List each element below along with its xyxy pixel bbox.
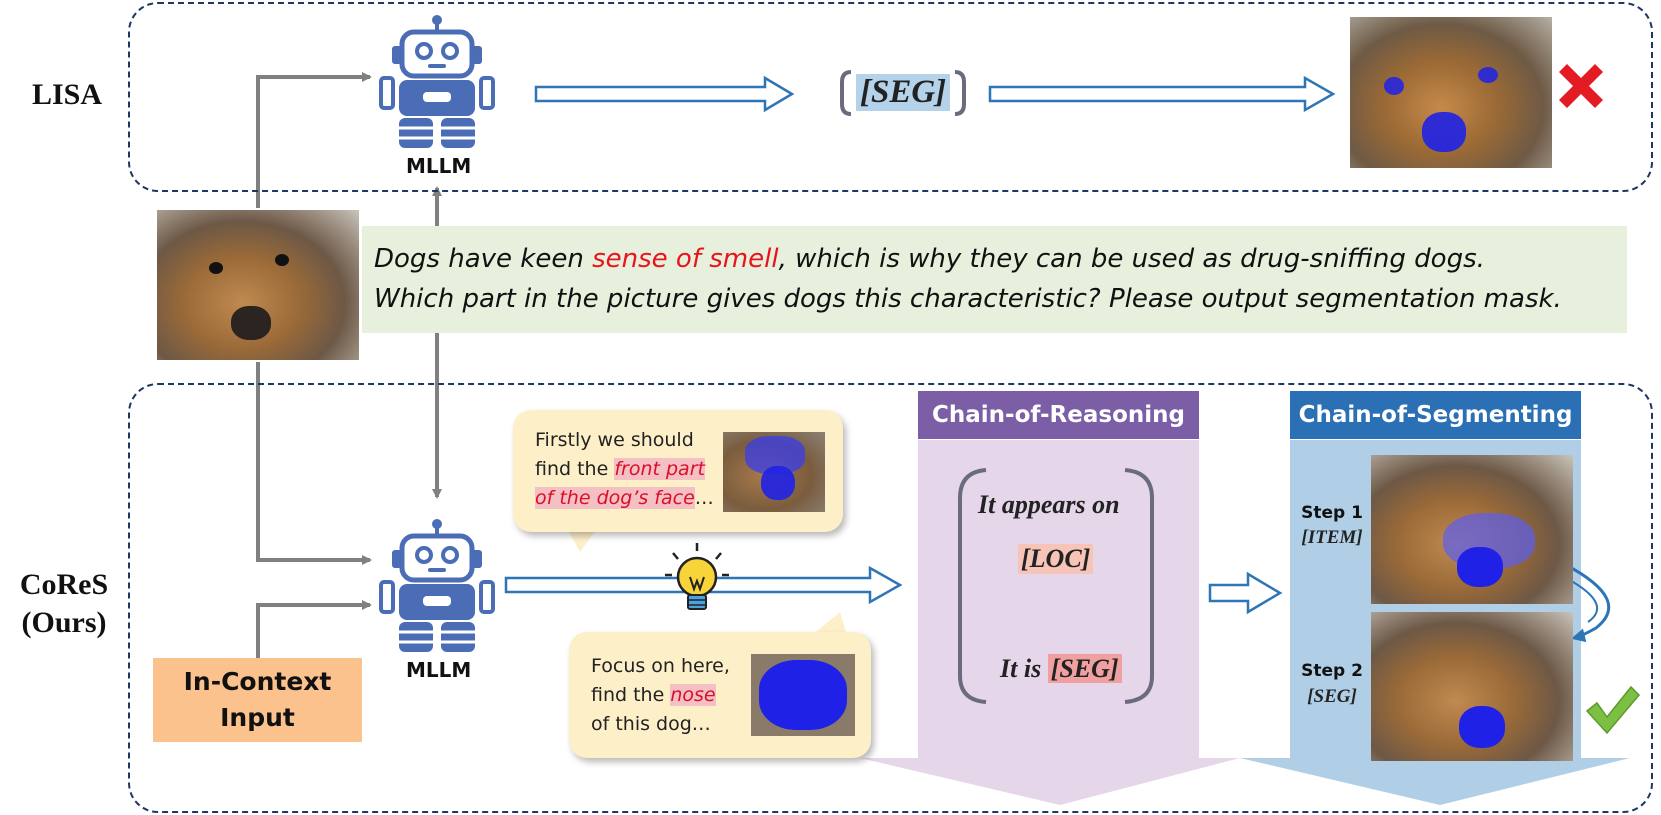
step2-tag: [SEG] [1307, 686, 1357, 707]
reasoning-to-segmenting-arrow [1208, 571, 1283, 615]
mask-blob [1422, 112, 1466, 152]
bubble-top-highlight-1: front part [614, 458, 705, 480]
bracket-icon [840, 70, 852, 116]
mllm-label-bottom: MLLM [406, 658, 472, 682]
reasoning-bubble-bottom: Focus on here, find the nose of this dog… [569, 632, 871, 758]
mask-blob [1457, 547, 1503, 587]
row-label-cores-line1: CoReS [19, 568, 109, 601]
mask-blob [1459, 706, 1505, 748]
in-context-line2: Input [220, 703, 295, 732]
reasoning-seg-token: [SEG] [1047, 654, 1122, 683]
in-context-label: In-Context Input [153, 664, 362, 736]
input-dog-image [157, 210, 359, 360]
lisa-output-image [1350, 17, 1552, 168]
lisa-seg-token: [SEG] [856, 74, 951, 111]
row-label-cores-line2: (Ours) [21, 606, 107, 639]
query-line-1: Dogs have keen sense of smell, which is … [374, 244, 1485, 274]
bubble-bottom-thumbnail [751, 654, 855, 736]
bubble-top-line2-pre: find the [535, 458, 615, 480]
dog-nose [231, 306, 271, 340]
step2-label: Step 2 [1301, 661, 1363, 681]
lisa-arrow-1 [534, 75, 795, 113]
query-line1-pre: Dogs have keen [374, 244, 593, 274]
mask-blob [761, 466, 795, 500]
cores-panel [128, 383, 1653, 813]
row-label-lisa: LISA [31, 78, 103, 111]
bubble-top-line3-post: … [694, 487, 714, 509]
lisa-panel [128, 2, 1653, 192]
cross-icon [1559, 64, 1603, 108]
reasoning-bubble-top: Firstly we should find the front part of… [513, 410, 843, 532]
dog-eye [275, 254, 289, 266]
reasoning-line1: It appears on [978, 490, 1120, 519]
reasoning-line2-pre: It is [1000, 654, 1048, 683]
in-context-input-box: In-Context Input [153, 658, 362, 742]
lisa-arrow-2 [988, 75, 1336, 113]
chain-of-reasoning-header: Chain-of-Reasoning [918, 391, 1199, 439]
bubble-tail-bottom [816, 612, 846, 632]
mask-blob [1384, 77, 1404, 95]
reasoning-line2: It is [SEG] [1000, 654, 1122, 684]
query-box: Dogs have keen sense of smell, which is … [362, 226, 1627, 333]
bubble-bottom-line1: Focus on here, [591, 655, 730, 677]
bubble-top-highlight-2: of the dog’s face [535, 487, 695, 509]
bubble-top-text: Firstly we should find the front part of… [535, 426, 714, 513]
query-line1-post: , which is why they can be used as drug-… [778, 244, 1485, 274]
step1-tag: [ITEM] [1301, 527, 1363, 548]
check-icon [1585, 685, 1641, 735]
input-connectors [256, 72, 442, 658]
mllm-label-top: MLLM [406, 154, 472, 178]
mask-blob [1478, 67, 1498, 83]
chain-of-segmenting-header: Chain-of-Segmenting [1290, 391, 1581, 439]
row-label-cores: CoReS (Ours) [14, 566, 114, 642]
step2-image [1371, 612, 1573, 761]
step1-label: Step 1 [1301, 503, 1363, 523]
bubble-bottom-text: Focus on here, find the nose of this dog… [591, 652, 730, 739]
query-line-2: Which part in the picture gives dogs thi… [374, 284, 1562, 314]
bubble-bottom-line2-pre: find the [591, 684, 671, 706]
bracket-icon [954, 70, 966, 116]
mask-blob [759, 660, 847, 730]
dog-eye [209, 262, 223, 274]
query-highlight: sense of smell [592, 244, 779, 274]
bubble-bottom-highlight: nose [670, 684, 716, 706]
curved-arrow-inner [1565, 577, 1599, 623]
step1-image [1371, 455, 1573, 604]
bubble-tail-top [568, 530, 596, 552]
bracket-icon [958, 468, 987, 704]
bubble-top-line1: Firstly we should [535, 429, 694, 451]
curved-arrow-icon [1565, 563, 1611, 643]
reasoning-loc-token: [LOC] [1018, 544, 1094, 574]
bracket-icon [1124, 468, 1154, 704]
bulb-icon [665, 543, 729, 610]
in-context-line1: In-Context [183, 667, 332, 696]
bubble-bottom-line3: of this dog… [591, 713, 711, 735]
bubble-top-thumbnail [723, 432, 825, 512]
